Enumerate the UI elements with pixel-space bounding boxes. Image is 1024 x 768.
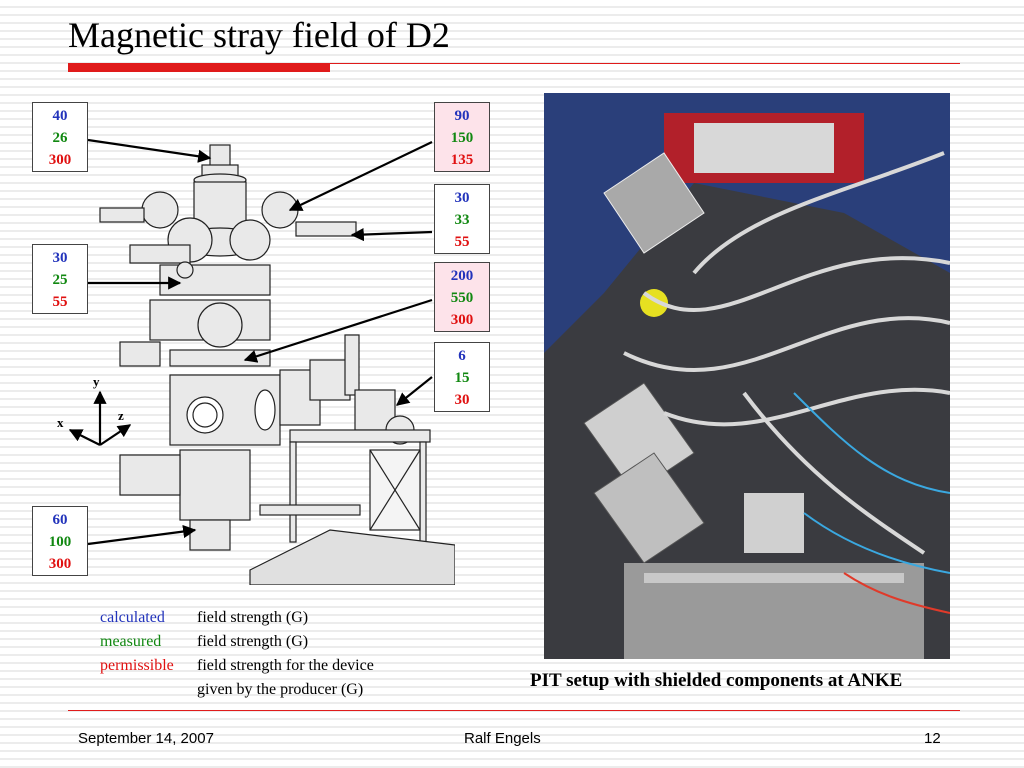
permissible-value: 55	[52, 294, 68, 310]
technical-drawing-of-setup	[99, 144, 455, 585]
permissible-value: 30	[454, 392, 470, 408]
photo-caption: PIT setup with shielded components at AN…	[530, 670, 903, 691]
footer-date: September 14, 2007	[78, 730, 214, 747]
title-accent-bar	[68, 63, 330, 72]
field-value-box: 200 550 300	[434, 262, 490, 332]
calculated-value: 200	[450, 268, 474, 284]
drawing-base	[179, 449, 251, 521]
legend-desc-permissible-2: given by the producer (G)	[197, 681, 364, 698]
pit-setup-photo-graphic	[544, 93, 950, 659]
footer-divider	[68, 710, 960, 711]
slide-number: 12	[924, 730, 941, 747]
measured-value: 150	[450, 130, 474, 146]
permissible-value: 300	[48, 556, 72, 572]
pit-setup-photo	[544, 93, 950, 659]
slide-title: Magnetic stray field of D2	[68, 15, 450, 55]
measured-value: 33	[454, 212, 470, 228]
legend-key-measured: measured	[100, 633, 162, 650]
measured-value: 26	[52, 130, 68, 146]
field-value-box: 30 33 55	[434, 184, 490, 254]
legend-desc-measured: field strength (G)	[197, 633, 309, 650]
calculated-value: 40	[52, 108, 68, 124]
field-value-box: 90 150 135	[434, 102, 490, 172]
permissible-value: 300	[450, 312, 474, 328]
calculated-value: 60	[52, 512, 68, 528]
calculated-value: 30	[52, 250, 68, 266]
permissible-value: 300	[48, 152, 72, 168]
legend-desc-calculated: field strength (G)	[197, 609, 309, 626]
drawing-top-flange	[209, 144, 231, 168]
permissible-value: 135	[450, 152, 474, 168]
field-value-box: 30 25 55	[32, 244, 88, 314]
title-underline	[330, 63, 960, 64]
footer-author: Ralf Engels	[464, 730, 541, 747]
field-value-box: 6 15 30	[434, 342, 490, 412]
measured-value: 100	[48, 534, 72, 550]
axis-x-label: x	[57, 415, 64, 430]
field-value-box: 40 26 300	[32, 102, 88, 172]
calculated-value: 30	[454, 190, 470, 206]
legend-desc-permissible: field strength for the device	[197, 657, 374, 674]
field-value-box: 60 100 300	[32, 506, 88, 576]
calculated-value: 90	[454, 108, 470, 124]
calculated-value: 6	[458, 348, 466, 364]
measured-value: 550	[450, 290, 474, 306]
legend-key-permissible: permissible	[100, 657, 174, 674]
measured-value: 15	[454, 370, 470, 386]
measured-value: 25	[52, 272, 68, 288]
legend-key-calculated: calculated	[100, 609, 165, 626]
permissible-value: 55	[454, 234, 470, 250]
